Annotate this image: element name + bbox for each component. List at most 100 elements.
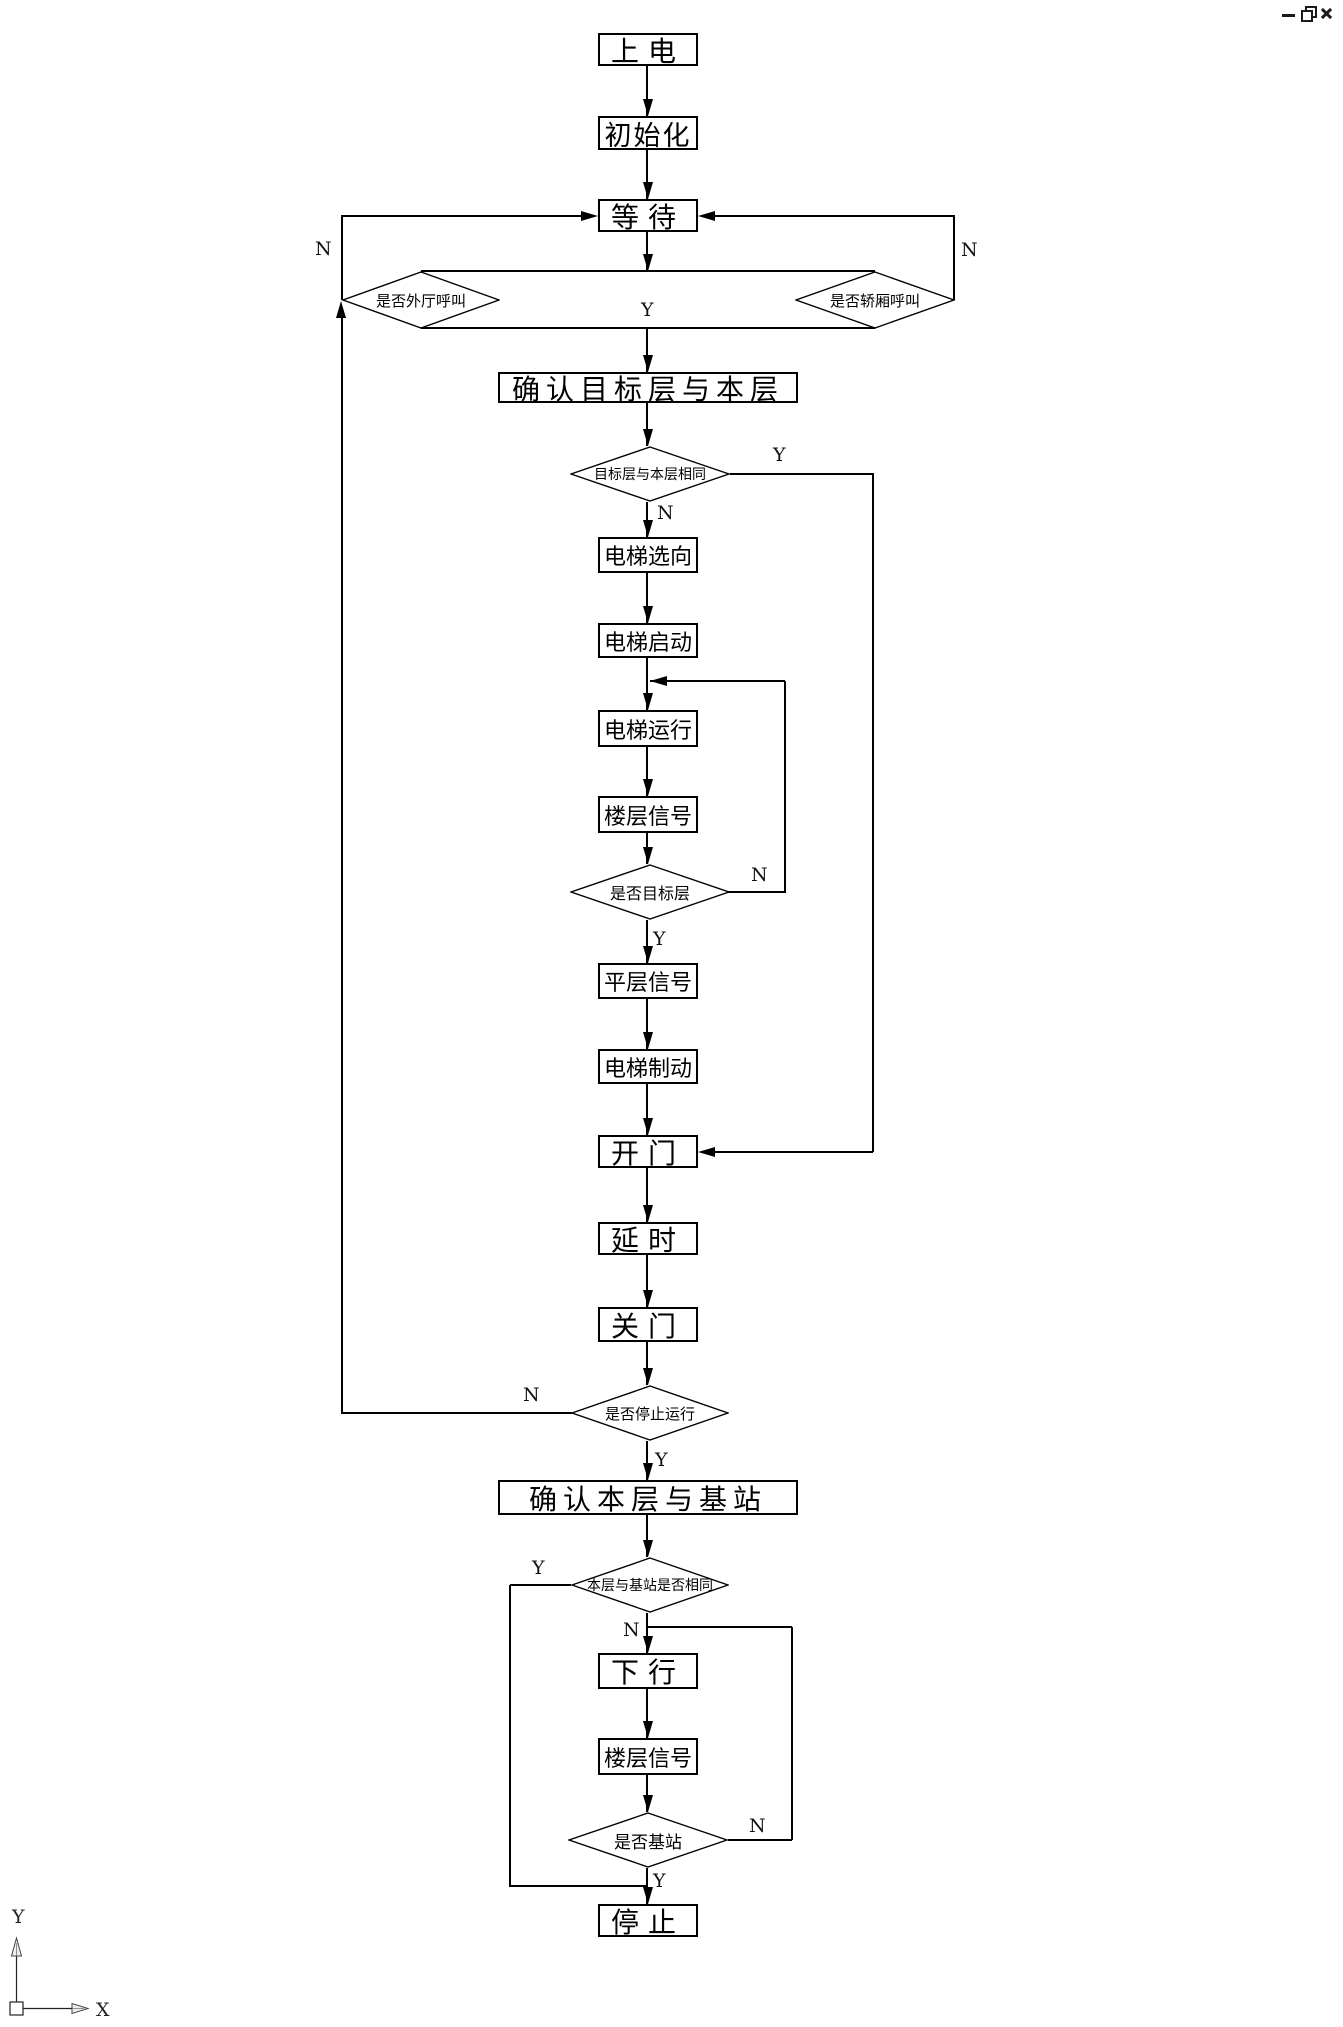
edge-basesame-y-in [509, 1885, 648, 1887]
close-icon [1319, 6, 1335, 22]
callband-top-rail [421, 270, 875, 272]
node-go-down: 下行 [598, 1653, 698, 1689]
edge-opendoor-delay [646, 1168, 648, 1222]
node-brake: 电梯制动 [598, 1049, 698, 1084]
label-n-target-same: N [657, 502, 674, 524]
edge-start-run [646, 658, 648, 710]
diamond-hall-call-label: 是否外厅呼叫 [375, 291, 466, 310]
arrow-into-elev-start [643, 606, 653, 623]
arrow-into-init [643, 99, 653, 116]
arrow-into-hallcall-left [336, 301, 346, 318]
diamond-car-call [795, 271, 955, 329]
arrow-into-open-door-right [698, 1147, 715, 1157]
edge-hallcall-up [341, 216, 343, 300]
node-elev-start: 电梯启动 [598, 623, 698, 658]
minimize-button[interactable] [1281, 6, 1297, 22]
edge-delay-closedoor [646, 1255, 648, 1307]
arrow-into-go-down [643, 1636, 653, 1653]
arrow-istarget-loop [650, 676, 667, 686]
arrow-into-close-door [643, 1290, 653, 1307]
arrow-into-elev-run [643, 693, 653, 710]
node-open-door: 开门 [598, 1135, 698, 1170]
label-y-is-stop: Y [655, 1449, 668, 1471]
label-y-target-same: Y [773, 444, 786, 466]
arrow-into-floor-signal-2 [643, 1721, 653, 1738]
edge-confirmtarget-targetsame [646, 403, 648, 446]
node-confirm-target: 确认目标层与本层 [498, 372, 798, 406]
edge-selectdir-start [646, 573, 648, 623]
diamond-is-stop-label: 是否停止运行 [604, 1404, 695, 1423]
edge-basesame-y-down [509, 1585, 511, 1886]
label-y-is-base: Y [653, 1870, 666, 1892]
arrow-into-target-same [643, 429, 653, 446]
arrow-into-wait [643, 182, 653, 199]
edge-istarget-n-side [784, 681, 786, 892]
restore-icon [1299, 4, 1317, 22]
minimize-icon [1282, 14, 1295, 17]
node-floor-signal: 楼层信号 [598, 796, 698, 833]
edge-closedoor-isstop [646, 1342, 648, 1385]
restore-button[interactable] [1299, 4, 1317, 22]
node-wait: 等待 [598, 199, 698, 234]
arrow-into-is-target [643, 847, 653, 864]
edge-targetsame-y-out [730, 473, 874, 475]
edge-isstop-confirmbase [646, 1441, 648, 1480]
ucs-axis-icon [9, 1936, 90, 2016]
edge-targetsame-y-down [872, 474, 874, 1152]
node-close-door: 关门 [598, 1307, 698, 1343]
node-power-on: 上电 [598, 33, 698, 68]
arrow-into-delay [643, 1205, 653, 1222]
node-select-dir: 电梯选向 [598, 537, 698, 573]
arrow-into-is-base [643, 1795, 653, 1812]
node-stop: 停止 [598, 1904, 698, 1939]
arrow-into-wait-right [698, 211, 715, 221]
diamond-base-same [571, 1557, 729, 1613]
diamond-car-call-label: 是否轿厢呼叫 [829, 291, 920, 310]
arrow-into-base-same [643, 1540, 653, 1557]
diamond-is-target [570, 864, 730, 920]
arrow-into-confirm-base [643, 1463, 653, 1480]
arrow-into-confirm-target [643, 355, 653, 372]
diamond-is-target-label: 是否目标层 [609, 884, 690, 903]
node-floor-signal-2: 楼层信号 [598, 1738, 698, 1775]
label-n-car-call: N [961, 239, 978, 261]
edge-poweron-init [646, 66, 648, 116]
edge-targetsame-selectdir [646, 502, 648, 537]
label-y-base-same: Y [532, 1557, 545, 1579]
edge-istarget-levelsignal [646, 920, 648, 963]
callband-bottom-rail [421, 327, 875, 329]
edge-isbase-n-side [791, 1627, 793, 1840]
edge-floorsignal2-isbase [646, 1775, 648, 1812]
edge-wait-callband [646, 232, 648, 271]
arrow-into-open-door [643, 1118, 653, 1135]
edge-basesame-y-out [510, 1584, 571, 1586]
arrow-into-select-dir [643, 520, 653, 537]
label-n-base-same: N [623, 1619, 640, 1641]
diamond-is-base-label: 是否基站 [614, 1832, 682, 1853]
edge-basesame-godown [646, 1613, 648, 1653]
close-button[interactable] [1319, 6, 1335, 22]
diamond-is-base [568, 1812, 728, 1868]
node-elev-run: 电梯运行 [598, 710, 698, 747]
diamond-base-same-label: 本层与基站是否相同 [587, 1578, 713, 1594]
edge-confirmbase-basesame [646, 1515, 648, 1557]
edge-carcall-up [953, 216, 955, 300]
edge-carcall-to-wait [715, 215, 955, 217]
node-delay: 延时 [598, 1222, 698, 1257]
ucs-y-axis-label: Y [12, 1906, 25, 1928]
diamond-target-same-label: 目标层与本层相同 [594, 467, 706, 483]
edge-callband-confirmtarget [646, 328, 648, 372]
diamond-target-same [570, 446, 730, 502]
edge-godown-floorsignal2 [646, 1689, 648, 1738]
edge-brake-opendoor [646, 1084, 648, 1135]
edge-targetsame-y-in [715, 1151, 873, 1153]
node-confirm-base: 确认本层与基站 [498, 1480, 798, 1516]
node-level-signal: 平层信号 [598, 963, 698, 999]
edge-hallcall-to-wait [341, 215, 583, 217]
label-n-is-base: N [749, 1815, 766, 1837]
ucs-x-axis-label: X [96, 1999, 110, 2021]
arrow-into-wait-left [581, 211, 598, 221]
edge-isbase-n-bottom [728, 1839, 792, 1841]
edge-istarget-n-top [650, 680, 785, 682]
arrow-into-callband [643, 254, 653, 271]
